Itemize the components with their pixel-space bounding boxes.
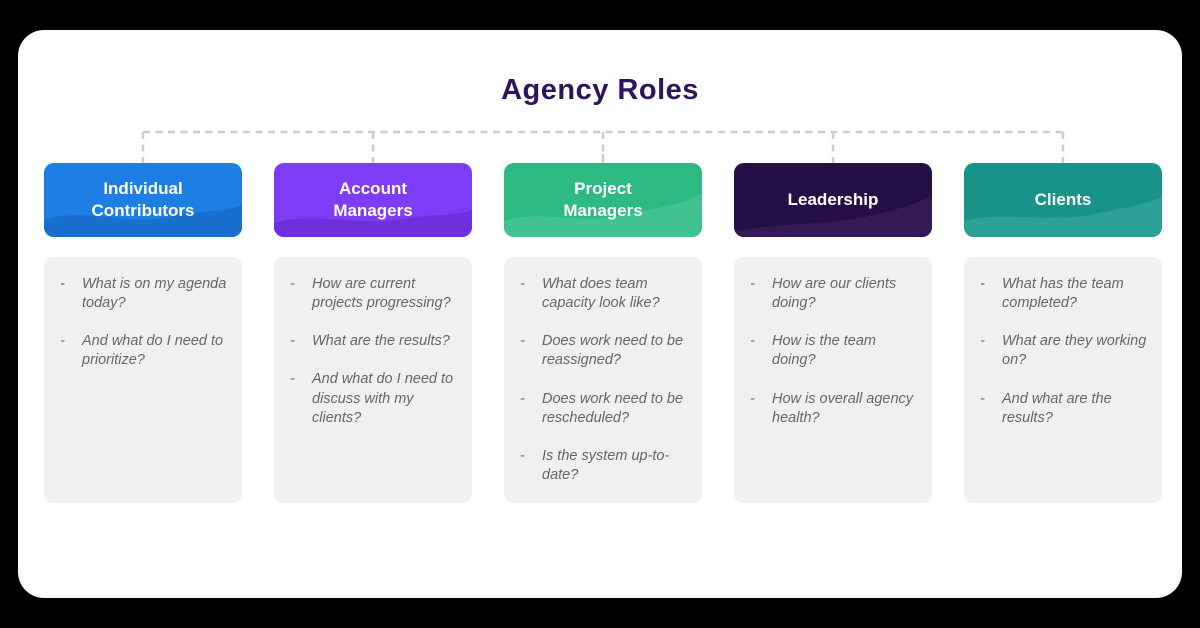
role-card-leadership: Leadership [734, 163, 932, 237]
question-item: - What is on my agenda today? [58, 275, 230, 313]
card-wave-decoration [734, 195, 932, 237]
question-item: - Does work need to be rescheduled? [518, 390, 690, 428]
dash-bullet: - [980, 276, 985, 292]
question-text: What are they working on? [1002, 333, 1147, 369]
page-title: Agency Roles [501, 74, 699, 106]
questions-panel: - What is on my agenda today? - And what… [44, 257, 242, 503]
card-wave-decoration [964, 197, 1162, 237]
question-item: - And what do I need to discuss with my … [288, 370, 460, 427]
question-text: Is the system up-to-date? [542, 447, 670, 483]
dash-bullet: - [750, 333, 755, 350]
question-text: What has the team completed? [1002, 276, 1124, 312]
card-wave-decoration [504, 193, 702, 237]
question-item: - What are the results? [288, 332, 460, 351]
role-card-clients: Clients [964, 163, 1162, 237]
dash-bullet: - [290, 276, 295, 292]
question-text: And what are the results? [1002, 390, 1112, 426]
question-text: Does work need to be rescheduled? [542, 390, 684, 426]
questions-panel: - What does team capacity look like? - D… [504, 257, 702, 503]
column-project-managers: Project Managers - What does team capaci… [504, 163, 702, 503]
dash-bullet: - [60, 333, 65, 350]
question-item: - What has the team completed? [978, 275, 1150, 313]
question-text: How are our clients doing? [772, 276, 897, 312]
questions-panel: - How are current projects progressing? … [274, 257, 472, 503]
card-wave-decoration [274, 210, 472, 237]
role-card-label: Leadership [787, 189, 879, 209]
dash-bullet: - [520, 447, 525, 464]
dash-bullet: - [520, 333, 525, 350]
dash-bullet: - [750, 390, 755, 407]
role-card-label: Account Managers [333, 178, 413, 220]
role-card-individual-contributors: Individual Contributors [44, 163, 242, 237]
question-item: - Is the system up-to-date? [518, 447, 690, 485]
dash-bullet: - [290, 371, 295, 388]
role-card-label: Individual Contributors [91, 178, 195, 220]
question-item: - What are they working on? [978, 332, 1150, 370]
questions-panel: - What has the team completed? - What ar… [964, 257, 1162, 503]
question-text: What are the results? [312, 333, 450, 350]
question-text: How is overall agency health? [772, 390, 914, 426]
dash-bullet: - [290, 333, 295, 350]
question-text: What does team capacity look like? [542, 276, 660, 312]
question-item: - How is overall agency health? [748, 390, 920, 428]
role-card-project-managers: Project Managers [504, 163, 702, 237]
column-account-managers: Account Managers - How are current proje… [274, 163, 472, 503]
dash-bullet: - [980, 390, 985, 407]
column-clients: Clients - What has the team completed? -… [964, 163, 1162, 503]
question-item: - How are current projects progressing? [288, 275, 460, 313]
question-text: How are current projects progressing? [312, 276, 451, 312]
dash-bullet: - [750, 276, 755, 292]
infographic-panel: Agency Roles Individual Contributors - [18, 30, 1182, 598]
question-item: - What does team capacity look like? [518, 275, 690, 313]
question-text: How is the team doing? [772, 333, 876, 369]
role-card-label: Clients [1034, 189, 1092, 209]
question-item: - And what are the results? [978, 390, 1150, 428]
question-text: And what do I need to prioritize? [82, 333, 224, 369]
role-columns: Individual Contributors - What is on my … [44, 163, 1162, 503]
question-text: What is on my agenda today? [82, 276, 227, 312]
card-wave-decoration [44, 205, 242, 237]
dash-bullet: - [60, 276, 65, 292]
question-item: - How are our clients doing? [748, 275, 920, 313]
dash-bullet: - [520, 390, 525, 407]
dash-bullet: - [980, 333, 985, 350]
question-text: And what do I need to discuss with my cl… [312, 371, 454, 426]
column-individual-contributors: Individual Contributors - What is on my … [44, 163, 242, 503]
question-item: - Does work need to be reassigned? [518, 332, 690, 370]
question-text: Does work need to be reassigned? [542, 333, 684, 369]
question-item: - How is the team doing? [748, 332, 920, 370]
dash-bullet: - [520, 276, 525, 292]
role-card-account-managers: Account Managers [274, 163, 472, 237]
questions-panel: - How are our clients doing? - How is th… [734, 257, 932, 503]
role-card-label: Project Managers [563, 178, 643, 220]
question-item: - And what do I need to prioritize? [58, 332, 230, 370]
column-leadership: Leadership - How are our clients doing? … [734, 163, 932, 503]
